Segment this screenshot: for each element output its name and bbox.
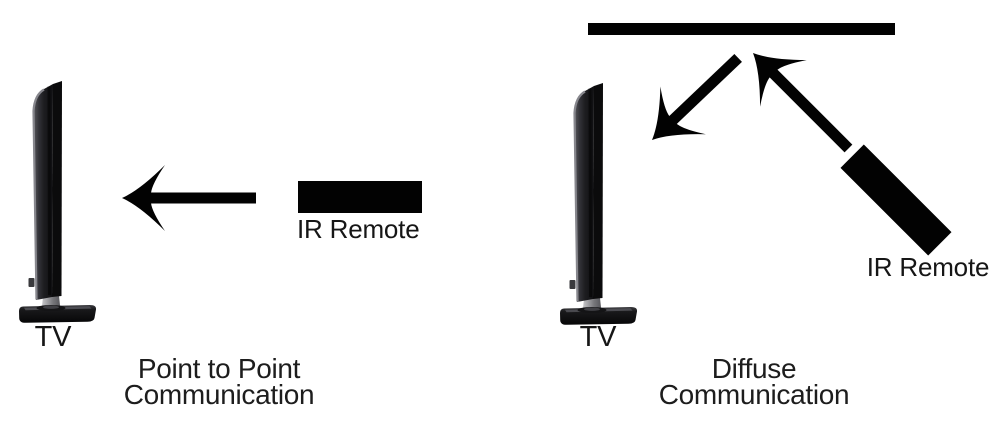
ir-remote-right-body: [840, 144, 952, 256]
ir-remote-right-label: IR Remote: [866, 252, 990, 282]
tv-left-label: TV: [34, 321, 72, 353]
ir-remote-left-label: IR Remote: [297, 214, 420, 244]
tv-right-label: TV: [579, 321, 617, 353]
caption-line: Communication: [123, 379, 315, 410]
caption-line: Point to Point: [137, 353, 301, 384]
point-to-point-arrow: [122, 165, 256, 231]
caption-line: Diffuse: [711, 353, 797, 384]
reflected-ray-arrow: [629, 53, 742, 164]
ir-remote-left-body: [298, 181, 422, 213]
arrow-shaft: [667, 53, 742, 127]
arrow-shaft: [148, 192, 256, 204]
tv-left-image: [17, 81, 98, 323]
incident-ray-arrow: [729, 29, 853, 153]
arrow-shaft: [767, 67, 853, 153]
ceiling-bar: [588, 23, 895, 35]
caption-line: Communication: [658, 379, 850, 410]
point-to-point-caption: Point to Point Communication: [94, 353, 344, 410]
tv-right-image: [558, 83, 639, 325]
diffuse-caption: Diffuse Communication: [629, 353, 879, 410]
